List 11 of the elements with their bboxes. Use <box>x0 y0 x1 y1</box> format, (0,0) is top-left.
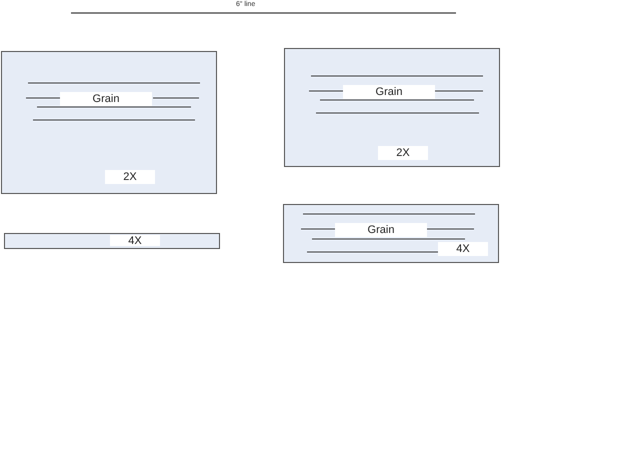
panel-label: Grain <box>60 92 152 106</box>
panel-label: 4X <box>438 242 488 256</box>
panel-box <box>283 204 499 263</box>
panel-label: 4X <box>110 235 160 246</box>
panel-label: Grain <box>343 85 435 99</box>
panel-box <box>1 51 217 194</box>
panel-label: 2X <box>105 170 155 184</box>
panel-box <box>4 233 220 249</box>
panel-label: 2X <box>378 146 428 160</box>
panel-box <box>284 48 500 167</box>
panel-label: Grain <box>335 223 427 237</box>
